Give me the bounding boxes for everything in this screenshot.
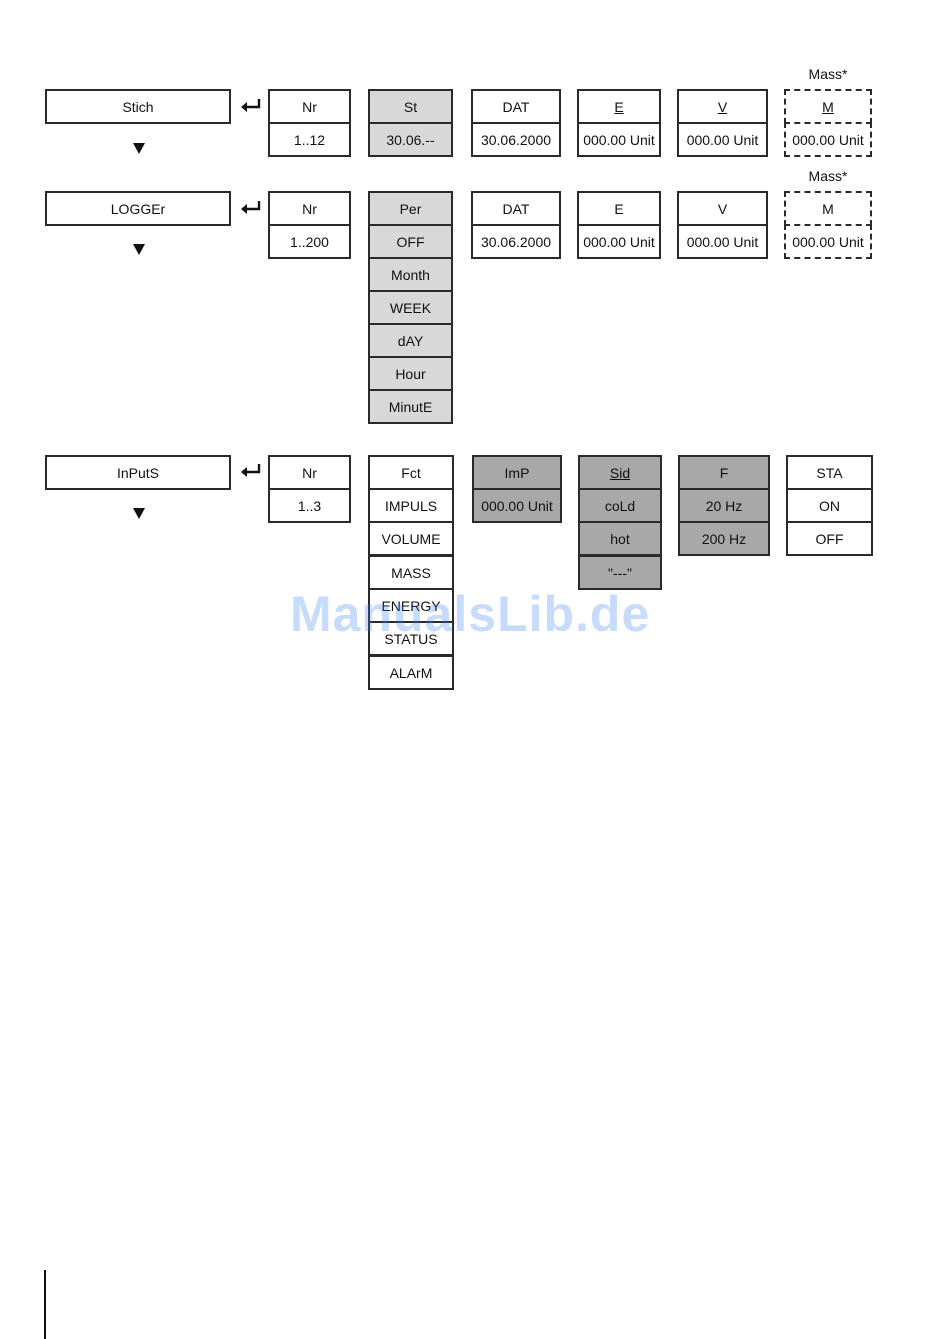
stich-e-head-text: E bbox=[614, 98, 624, 115]
inputs-imp-value: 000.00 Unit bbox=[472, 488, 562, 523]
inputs-nr-value: 1..3 bbox=[268, 488, 351, 523]
inputs-menu-box: InPutS bbox=[45, 455, 231, 490]
logger-nr-head: Nr bbox=[268, 191, 351, 226]
logger-per-option: MinutE bbox=[368, 389, 453, 424]
stich-st-value: 30.06.-- bbox=[368, 122, 453, 157]
logger-v-head: V bbox=[677, 191, 768, 226]
inputs-sid-option: coLd bbox=[578, 488, 662, 523]
stich-mass-label: Mass* bbox=[808, 66, 848, 82]
inputs-fct-option: STATUS bbox=[368, 621, 454, 656]
logger-nr-value: 1..200 bbox=[268, 224, 351, 259]
logger-m-value: 000.00 Unit bbox=[784, 224, 872, 259]
inputs-fct-option: VOLUME bbox=[368, 521, 454, 556]
stich-nr-value: 1..12 bbox=[268, 122, 351, 157]
logger-per-option: OFF bbox=[368, 224, 453, 259]
inputs-fct-head: Fct bbox=[368, 455, 454, 490]
watermark: ManualsLib.de bbox=[290, 586, 651, 642]
logger-e-value: 000.00 Unit bbox=[577, 224, 661, 259]
logger-dat-head: DAT bbox=[471, 191, 561, 226]
logger-mass-label: Mass* bbox=[808, 168, 848, 184]
stich-m-head-text: M bbox=[822, 98, 834, 115]
inputs-fct-option: ENERGY bbox=[368, 588, 454, 623]
inputs-sta-option: OFF bbox=[786, 521, 873, 556]
stich-v-value: 000.00 Unit bbox=[677, 122, 768, 157]
inputs-sid-head: Sid bbox=[578, 455, 662, 490]
inputs-f-head: F bbox=[678, 455, 770, 490]
stich-dat-head: DAT bbox=[471, 89, 561, 124]
inputs-imp-head: ImP bbox=[472, 455, 562, 490]
stich-v-head: V bbox=[677, 89, 768, 124]
logger-menu-box: LOGGEr bbox=[45, 191, 231, 226]
logger-per-option: Month bbox=[368, 257, 453, 292]
inputs-enter-icon bbox=[241, 464, 261, 477]
logger-down-arrow-icon bbox=[133, 244, 145, 255]
stich-e-head: E bbox=[577, 89, 661, 124]
inputs-fct-option: IMPULS bbox=[368, 488, 454, 523]
stich-menu-box: Stich bbox=[45, 89, 231, 124]
stich-v-head-text: V bbox=[717, 98, 728, 115]
logger-per-head: Per bbox=[368, 191, 453, 226]
stich-down-arrow-icon bbox=[133, 143, 145, 154]
inputs-sid-option: hot bbox=[578, 521, 662, 556]
inputs-sid-head-text: Sid bbox=[609, 464, 631, 481]
inputs-sta-option: ON bbox=[786, 488, 873, 523]
inputs-sta-head: STA bbox=[786, 455, 873, 490]
inputs-f-option: 20 Hz bbox=[678, 488, 770, 523]
logger-per-option: dAY bbox=[368, 323, 453, 358]
inputs-nr-head: Nr bbox=[268, 455, 351, 490]
stich-m-head: M bbox=[784, 89, 872, 124]
stich-nr-head: Nr bbox=[268, 89, 351, 124]
stich-dat-value: 30.06.2000 bbox=[471, 122, 561, 157]
inputs-fct-option: ALArM bbox=[368, 655, 454, 690]
logger-m-head: M bbox=[784, 191, 872, 226]
inputs-down-arrow-icon bbox=[133, 508, 145, 519]
page-margin-line bbox=[44, 1270, 46, 1339]
inputs-f-option: 200 Hz bbox=[678, 521, 770, 556]
inputs-fct-option: MASS bbox=[368, 555, 454, 590]
logger-per-option: WEEK bbox=[368, 290, 453, 325]
logger-v-value: 000.00 Unit bbox=[677, 224, 768, 259]
logger-dat-value: 30.06.2000 bbox=[471, 224, 561, 259]
stich-e-value: 000.00 Unit bbox=[577, 122, 661, 157]
logger-e-head: E bbox=[577, 191, 661, 226]
logger-per-option: Hour bbox=[368, 356, 453, 391]
inputs-sid-option: "---" bbox=[578, 555, 662, 590]
logger-enter-icon bbox=[241, 201, 261, 214]
stich-m-value: 000.00 Unit bbox=[784, 122, 872, 157]
stich-enter-icon bbox=[241, 99, 261, 112]
stich-st-head: St bbox=[368, 89, 453, 124]
